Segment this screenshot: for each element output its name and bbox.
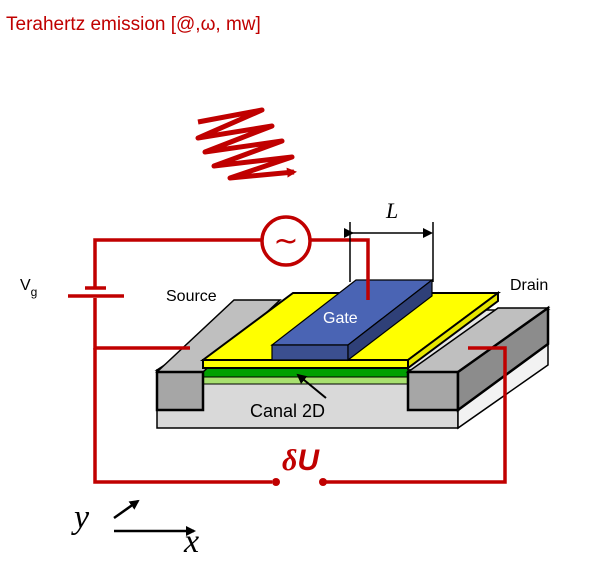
channel-2d-layer xyxy=(202,367,409,378)
ac-source-symbol: ~ xyxy=(273,224,298,259)
du-label: δU xyxy=(282,444,320,477)
length-label: L xyxy=(385,198,398,223)
page-title: Terahertz emission [@,ω, mw] xyxy=(6,14,261,35)
contact-layer-front xyxy=(202,359,409,369)
du-terminal-left xyxy=(272,478,280,486)
gate-side xyxy=(347,278,433,362)
circuit-wires xyxy=(93,238,507,484)
axis-y-label: y xyxy=(71,499,90,536)
vg-label: Vg xyxy=(20,277,37,299)
gate-front xyxy=(271,344,349,361)
contact-layer-side xyxy=(407,291,499,370)
canal-label: Canal 2D xyxy=(250,401,325,421)
gate-label: Gate xyxy=(323,310,358,327)
thz-wave-icon xyxy=(195,107,297,181)
ac-source-icon xyxy=(260,215,312,267)
axis-x-label: x xyxy=(183,523,199,560)
source-label: Source xyxy=(166,288,217,305)
canal-pointer-arrow xyxy=(296,373,327,399)
drain-label: Drain xyxy=(510,277,548,294)
du-terminal-right xyxy=(319,478,327,486)
drain-electrode-front xyxy=(406,370,460,412)
source-electrode-front xyxy=(155,370,205,412)
axis-y-arrow xyxy=(113,499,140,520)
drain-electrode-side xyxy=(456,305,550,413)
